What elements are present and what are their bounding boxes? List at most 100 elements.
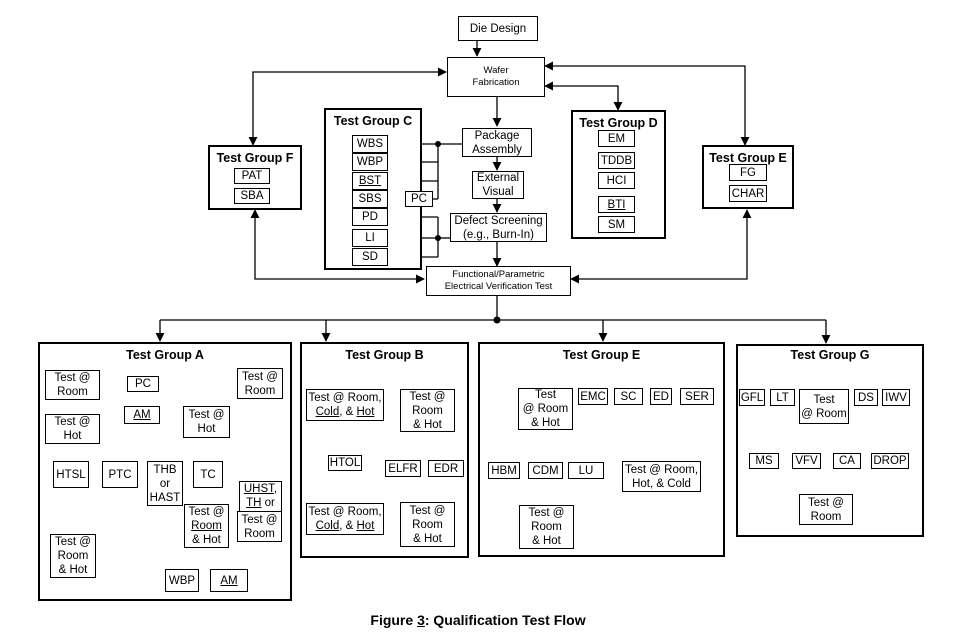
e-cdm: CDM (528, 462, 563, 479)
group-title: Test Group A (126, 348, 204, 362)
figure-caption: Figure 3: Qualification Test Flow (0, 612, 956, 628)
a-trh2-line2: Room (191, 520, 222, 532)
arrow-wafer-groupE (544, 61, 750, 146)
b-htol: HTOL (328, 455, 362, 471)
e-test-room-hot-cold: Test @ Room, Hot, & Cold (622, 461, 701, 492)
a-ptc: PTC (102, 461, 138, 488)
test-item-bti: BTI (598, 196, 635, 213)
g-ms: MS (749, 453, 779, 469)
e-sc: SC (614, 388, 643, 405)
e-emc: EMC (578, 388, 608, 405)
g-drop: DROP (871, 453, 909, 469)
a-trh2-line1: Test @ (188, 506, 225, 518)
arrow-wafer-groupF (248, 67, 447, 146)
die-design-box: Die Design (458, 16, 538, 41)
a-test-room-2: Test @ Room (237, 368, 283, 399)
b-test-room-cold-hot-2: Test @ Room, Cold, & Hot (306, 503, 384, 535)
b-elfr: ELFR (385, 460, 421, 477)
e-lu: LU (568, 462, 604, 479)
external-visual-box: External Visual (472, 171, 524, 199)
a-test-room-1: Test @ Room (45, 370, 100, 400)
group-title: Test Group C (333, 114, 413, 128)
a-test-room-hot-2: Test @ Room & Hot (184, 504, 229, 548)
e-test-room-hot-1: Test @ Room & Hot (518, 388, 573, 430)
defect-screening-box: Defect Screening (e.g., Burn-In) (450, 213, 547, 242)
a-test-hot-2: Test @ Hot (183, 406, 230, 438)
test-item-pd: PD (352, 208, 388, 226)
test-item-em: EM (598, 130, 635, 147)
g-ca: CA (833, 453, 861, 469)
test-item-sd: SD (352, 248, 388, 266)
b-rch1-sep: , & (339, 406, 357, 418)
test-item-sm: SM (598, 216, 635, 233)
a-htsl: HTSL (53, 461, 89, 488)
a-uhst-line2: TH or (246, 496, 275, 510)
group-title: Test Group B (345, 348, 424, 362)
a-test-room-3: Test @ Room (237, 511, 282, 542)
group-title: Test Group D (579, 116, 658, 130)
a-tc: TC (193, 461, 223, 488)
test-item-sbs: SBS (352, 190, 388, 208)
b-rch1-line1: Test @ Room, (308, 392, 382, 404)
test-item-bst: BST (352, 172, 388, 190)
test-item-pat: PAT (234, 168, 270, 184)
g-lt: LT (770, 389, 795, 406)
wafer-fabrication-box: Wafer Fabrication (447, 57, 545, 97)
group-title: Test Group E (709, 151, 787, 165)
test-item-sba: SBA (234, 188, 270, 204)
group-title: Test Group G (790, 348, 870, 362)
test-group-e: Test Group E (478, 342, 725, 557)
a-am-1: AM (124, 406, 160, 424)
b-test-room-hot-1: Test @ Room & Hot (400, 389, 455, 432)
test-item-wbs: WBS (352, 135, 388, 153)
g-ds: DS (854, 389, 878, 406)
b-rch1-hot: Hot (356, 406, 375, 418)
b-rch2-hot: Hot (356, 520, 375, 532)
pc-box: PC (405, 191, 433, 207)
test-item-hci: HCI (598, 172, 635, 189)
a-trh2-line3: & Hot (192, 534, 221, 546)
caption-number: 3 (417, 612, 425, 628)
b-test-room-hot-2: Test @ Room & Hot (400, 502, 455, 547)
e-hbm: HBM (488, 462, 520, 479)
a-pc: PC (127, 376, 159, 392)
a-wbp: WBP (165, 569, 199, 592)
e-ser: SER (680, 388, 714, 405)
b-rch2-sep: , & (339, 520, 357, 532)
a-uhst-line1: UHST, (244, 482, 277, 496)
test-item-wbp: WBP (352, 153, 388, 171)
arrow-groupE-electrical (570, 209, 752, 284)
a-thb-hast: THB or HAST (147, 461, 183, 506)
arrow-groupF-electrical (250, 209, 425, 284)
b-rch2-line2: Cold, & Hot (316, 519, 375, 533)
g-vfv: VFV (792, 453, 821, 469)
a-uhst-label: UHST (243, 482, 274, 495)
a-uhst-comma: , (273, 482, 278, 495)
g-test-room-2: Test @ Room (799, 494, 853, 525)
g-test-room-1: Test @ Room (799, 389, 849, 424)
b-edr: EDR (428, 460, 464, 477)
group-title: Test Group E (562, 348, 641, 362)
caption-text: : Qualification Test Flow (424, 612, 586, 628)
package-assembly-box: Package Assembly (462, 128, 532, 157)
test-item-tddb: TDDB (598, 152, 635, 169)
group-title: Test Group F (216, 151, 294, 165)
a-test-room-hot-1: Test @ Room & Hot (50, 534, 96, 578)
b-rch1-cold: Cold (315, 406, 340, 418)
e-test-room-hot-2: Test @ Room & Hot (519, 505, 574, 549)
test-item-fg: FG (729, 164, 767, 181)
a-am-2: AM (210, 569, 248, 592)
arrow-wafer-groupD (544, 81, 623, 111)
test-item-li: LI (352, 229, 388, 247)
g-iwv: IWV (882, 389, 910, 406)
caption-prefix: Figure (370, 612, 418, 628)
a-or-label: or (261, 496, 275, 509)
electrical-verification-box: Functional/Parametric Electrical Verific… (426, 266, 571, 296)
a-test-hot-1: Test @ Hot (45, 414, 100, 444)
b-rch2-line1: Test @ Room, (308, 506, 382, 518)
a-th-label: TH (246, 496, 262, 509)
b-test-room-cold-hot-1: Test @ Room, Cold, & Hot (306, 389, 384, 421)
b-rch1-line2: Cold, & Hot (316, 405, 375, 419)
e-ed: ED (650, 388, 672, 405)
b-rch2-cold: Cold (315, 520, 340, 532)
